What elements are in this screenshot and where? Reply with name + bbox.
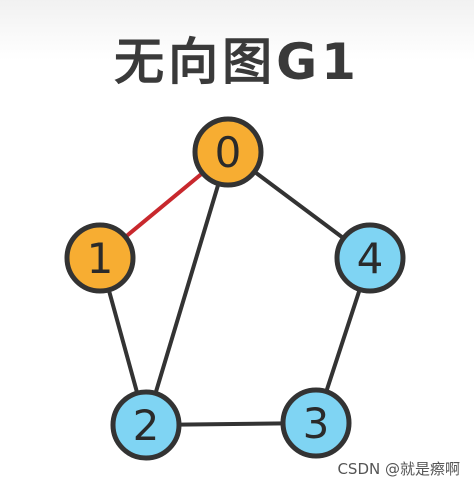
node-3: 3 [280, 387, 352, 459]
node-4-label: 4 [357, 234, 384, 283]
title-bar-background [0, 0, 474, 60]
node-1: 1 [64, 222, 136, 294]
node-3-circle [280, 387, 352, 459]
page-title: 无向图G1 [114, 33, 360, 91]
node-2: 2 [110, 389, 182, 461]
node-4-circle [334, 222, 406, 294]
node-2-circle [110, 389, 182, 461]
edge-layer [98, 150, 372, 427]
node-0-circle [192, 116, 264, 188]
node-0-label: 0 [215, 128, 242, 177]
node-3-label: 3 [303, 399, 330, 448]
node-1-circle [64, 222, 136, 294]
node-0: 0 [192, 116, 264, 188]
node-layer: 0 1 2 3 4 [64, 116, 406, 461]
node-1-label: 1 [87, 234, 114, 283]
watermark: CSDN @就是瘵啊 [337, 460, 460, 478]
node-4: 4 [334, 222, 406, 294]
edge-0-2 [144, 151, 230, 426]
node-2-label: 2 [133, 401, 160, 450]
